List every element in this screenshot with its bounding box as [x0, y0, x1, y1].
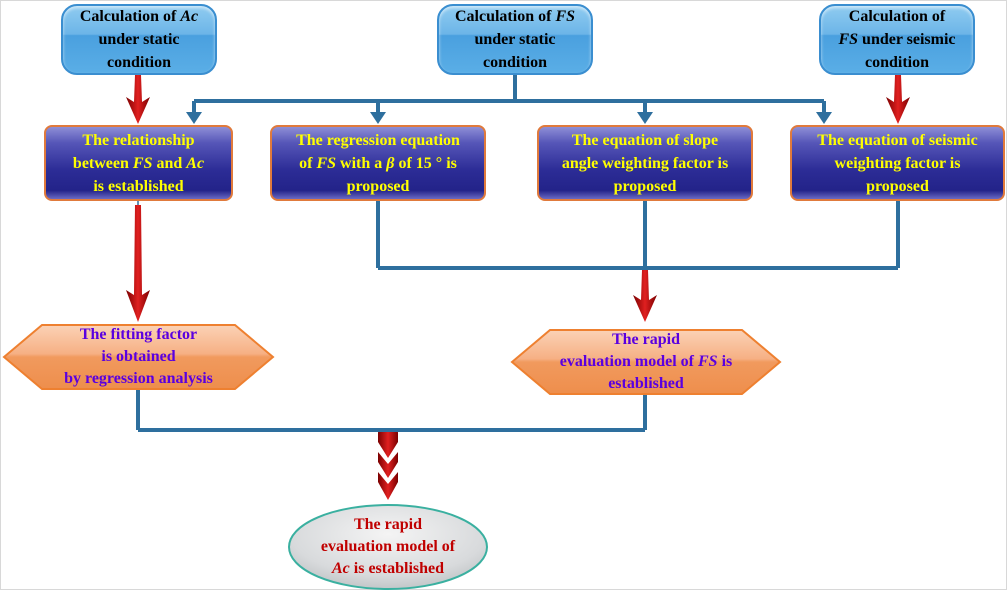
node-slope-weighting: The equation of slope angle weighting fa… — [537, 125, 753, 201]
node-rapid-ac-model: The rapid evaluation model of Ac is esta… — [287, 503, 489, 590]
node-calc-fs-seismic-text: Calculation of FS under seismic conditio… — [838, 8, 956, 71]
node-regression-equation-text: The regression equation of FS with a β o… — [296, 131, 460, 195]
node-fitting-factor-text: The fitting factor is obtained by regres… — [64, 326, 213, 387]
node-fitting-factor: The fitting factor is obtained by regres… — [2, 323, 275, 391]
node-relationship-text: The relationship between FS and Ac is es… — [72, 131, 205, 195]
node-relationship: The relationship between FS and Ac is es… — [44, 125, 233, 201]
node-seismic-weighting: The equation of seismic weighting factor… — [790, 125, 1005, 201]
node-calc-fs-static: Calculation of FS under static condition — [437, 4, 593, 75]
node-slope-weighting-text: The equation of slope angle weighting fa… — [561, 131, 729, 195]
node-rapid-ac-model-text: The rapid evaluation model of Ac is esta… — [320, 515, 456, 577]
node-seismic-weighting-text: The equation of seismic weighting factor… — [817, 131, 978, 195]
node-rapid-fs-model-text: The rapid evaluation model of FS is esta… — [559, 331, 733, 392]
red-arrow-ac-to-relationship — [126, 75, 150, 124]
node-rapid-fs-model: The rapid evaluation model of FS is esta… — [510, 328, 782, 396]
node-regression-equation: The regression equation of FS with a β o… — [270, 125, 486, 201]
arrowhead-slope — [637, 112, 653, 124]
red-chevron-1b — [378, 432, 398, 458]
arrowhead-seismic — [816, 112, 832, 124]
node-calc-ac-static: Calculation of Ac under static condition — [61, 4, 217, 75]
node-calc-fs-static-text: Calculation of FS under static condition — [454, 8, 576, 71]
red-chevron-2 — [378, 452, 398, 478]
red-arrow-seismic-calc-to-weight — [886, 75, 910, 124]
node-calc-ac-static-text: Calculation of Ac under static condition — [79, 8, 199, 71]
arrowhead-relationship — [186, 112, 202, 124]
red-chevron-1 — [378, 432, 398, 452]
red-arrow-merge-to-rapidfs — [633, 270, 657, 322]
red-chevron-3 — [378, 472, 398, 500]
red-arrow-relationship-to-fitting — [126, 205, 150, 322]
arrowhead-regression — [370, 112, 386, 124]
node-calc-fs-seismic: Calculation of FS under seismic conditio… — [819, 4, 975, 75]
